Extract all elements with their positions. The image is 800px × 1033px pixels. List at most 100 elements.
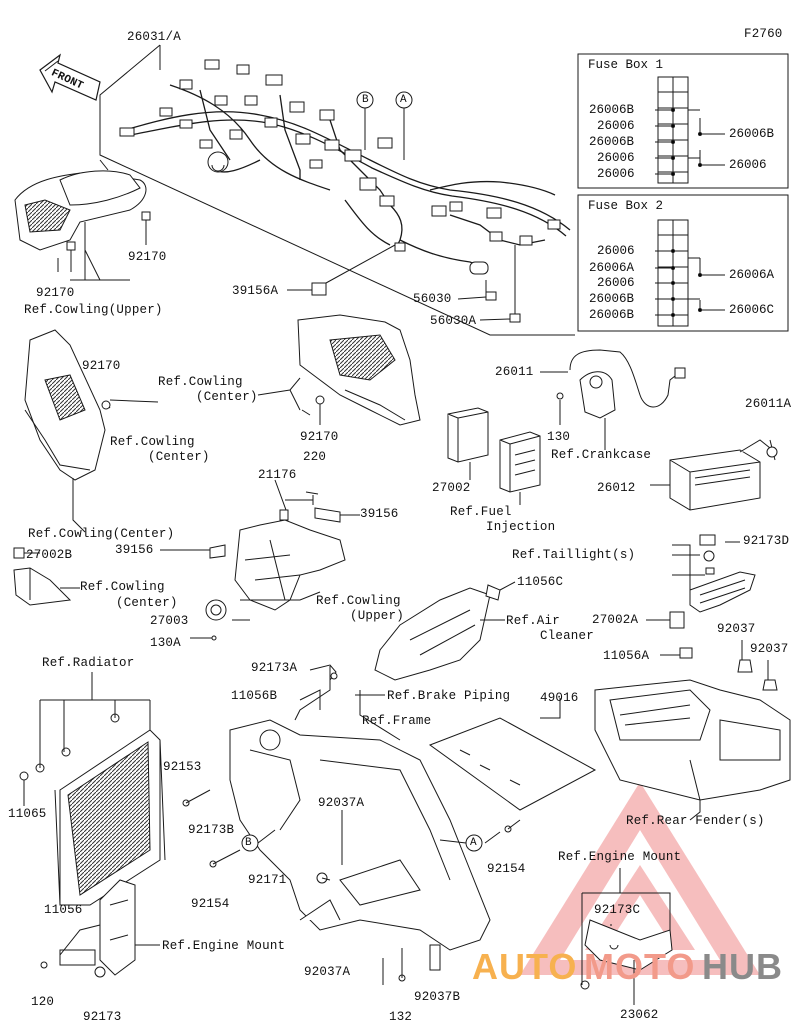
- ref-label: Ref.Cowling(Upper): [24, 303, 163, 317]
- callout-a-label-top: A: [400, 94, 407, 106]
- fuse-box-2-block: [657, 219, 689, 327]
- engine-mount-bracket: [59, 879, 136, 976]
- taillight-assembly: [672, 534, 756, 613]
- cowling-center-part: [257, 314, 421, 426]
- rear-fender: [594, 679, 791, 801]
- part-label: 11056C: [517, 575, 564, 589]
- main-frame: [229, 719, 491, 951]
- mat-49016: [428, 717, 597, 811]
- part-label: 23062: [620, 1008, 659, 1022]
- fuse-box-2-part: 26006C: [729, 303, 775, 317]
- figure-code: F2760: [744, 27, 783, 41]
- part-label: 92153: [163, 760, 202, 774]
- ref-label: Ref.Engine Mount: [558, 850, 682, 864]
- part-label: 26011: [495, 365, 534, 379]
- ref-label: Ref.Cowling: [110, 435, 195, 449]
- part-label: 56030: [413, 292, 452, 306]
- ref-label: Ref.Frame: [362, 714, 432, 728]
- part-label: 39156A: [232, 284, 279, 298]
- ref-label: Ref.Crankcase: [551, 448, 652, 462]
- harness-outline: [99, 44, 575, 336]
- crankcase-sensor: [540, 349, 686, 450]
- air-cleaner: [374, 584, 501, 681]
- part-label: 49016: [540, 691, 579, 705]
- part-label: 27002A: [592, 613, 639, 627]
- part-label: 56030A: [430, 314, 477, 328]
- battery-26012: [650, 439, 778, 511]
- part-label: 92173D: [743, 534, 790, 548]
- cowling-upper-part: [14, 159, 151, 281]
- radiator: [19, 713, 166, 906]
- fuse-box-2-part: 26006: [597, 244, 635, 258]
- watermark-moto: MOTO: [584, 946, 696, 987]
- part-label: 39156: [360, 507, 399, 521]
- fuse-box-2-part: 26006B: [589, 308, 635, 322]
- part-label: 11056: [44, 903, 83, 917]
- ref-label: Injection: [486, 520, 556, 534]
- part-label: 92173C: [594, 903, 641, 917]
- part-label: 92154: [191, 897, 230, 911]
- part-label: 92170: [300, 430, 339, 444]
- part-label: 92170: [128, 250, 167, 264]
- ref-label: Ref.Air: [506, 614, 560, 628]
- part-label: 132: [389, 1010, 413, 1024]
- ref-label: Ref.Taillight(s): [512, 548, 636, 562]
- ref-label: Ref.Cowling: [158, 375, 243, 389]
- ref-label: (Center): [196, 390, 258, 404]
- fuse-box-1-part: 26006: [597, 167, 635, 181]
- ref-label: Ref.Rear Fender(s): [626, 814, 765, 828]
- part-label: 27003: [150, 614, 189, 628]
- bracket-27002b: [13, 547, 72, 606]
- fuse-box-1-title: Fuse Box 1: [588, 58, 664, 72]
- part-label: 11056A: [603, 649, 650, 663]
- ref-label: Ref.Cowling: [80, 580, 165, 594]
- part-label: 92171: [248, 873, 287, 887]
- part-label: 92037: [750, 642, 789, 656]
- part-label: 39156: [115, 543, 154, 557]
- cowling-center-left: [24, 329, 159, 533]
- part-label: 92154: [487, 862, 526, 876]
- part-label: 92037: [717, 622, 756, 636]
- fuse-box-1-part: 26006B: [729, 127, 775, 141]
- callout-b-label-bottom: B: [245, 837, 252, 849]
- ecu-27002: [447, 407, 541, 505]
- part-label: 27002B: [26, 548, 73, 562]
- watermark-auto: AUTO: [472, 946, 578, 987]
- part-label: 11056B: [231, 689, 278, 703]
- fuse-box-2-title: Fuse Box 2: [588, 199, 664, 213]
- part-label: 92037A: [304, 965, 351, 979]
- front-arrow-icon: [39, 53, 101, 101]
- ref-label: Ref.Cowling(Center): [28, 527, 175, 541]
- fuse-box-2-part: 26006A: [589, 261, 635, 275]
- fuse-box-1-part: 26006: [729, 158, 767, 172]
- relay-bracket-assembly: [205, 491, 346, 641]
- ref-label: Ref.Brake Piping: [387, 689, 511, 703]
- part-label: 92170: [36, 286, 75, 300]
- ref-label: Cleaner: [540, 629, 594, 643]
- relay-39156a: [311, 282, 327, 296]
- part-label: 92173B: [188, 823, 235, 837]
- part-label: 26012: [597, 481, 636, 495]
- part-label: 92173A: [251, 661, 298, 675]
- ref-label: Ref.Engine Mount: [162, 939, 286, 953]
- part-label: 92037A: [318, 796, 365, 810]
- harness-connectors: [119, 59, 561, 275]
- ref-label: Ref.Cowling: [316, 594, 401, 608]
- fuse-box-1-block: [657, 76, 689, 184]
- part-label: 92170: [82, 359, 121, 373]
- part-label: 120: [31, 995, 55, 1009]
- part-label: 21176: [258, 468, 297, 482]
- fuse-box-2-part: 26006: [597, 276, 635, 290]
- part-label: 26011A: [745, 397, 792, 411]
- watermark-hub: HUB: [702, 946, 783, 987]
- ref-label: (Center): [148, 450, 210, 464]
- fuse-box-1-part: 26006: [597, 151, 635, 165]
- part-label: 130A: [150, 636, 181, 650]
- part-label: 92173: [83, 1010, 122, 1024]
- fuse-box-2-part: 26006A: [729, 268, 775, 282]
- fuse-box-1-part: 26006B: [589, 103, 635, 117]
- part-label: 130: [547, 430, 571, 444]
- callout-a-label-bottom: A: [470, 837, 477, 849]
